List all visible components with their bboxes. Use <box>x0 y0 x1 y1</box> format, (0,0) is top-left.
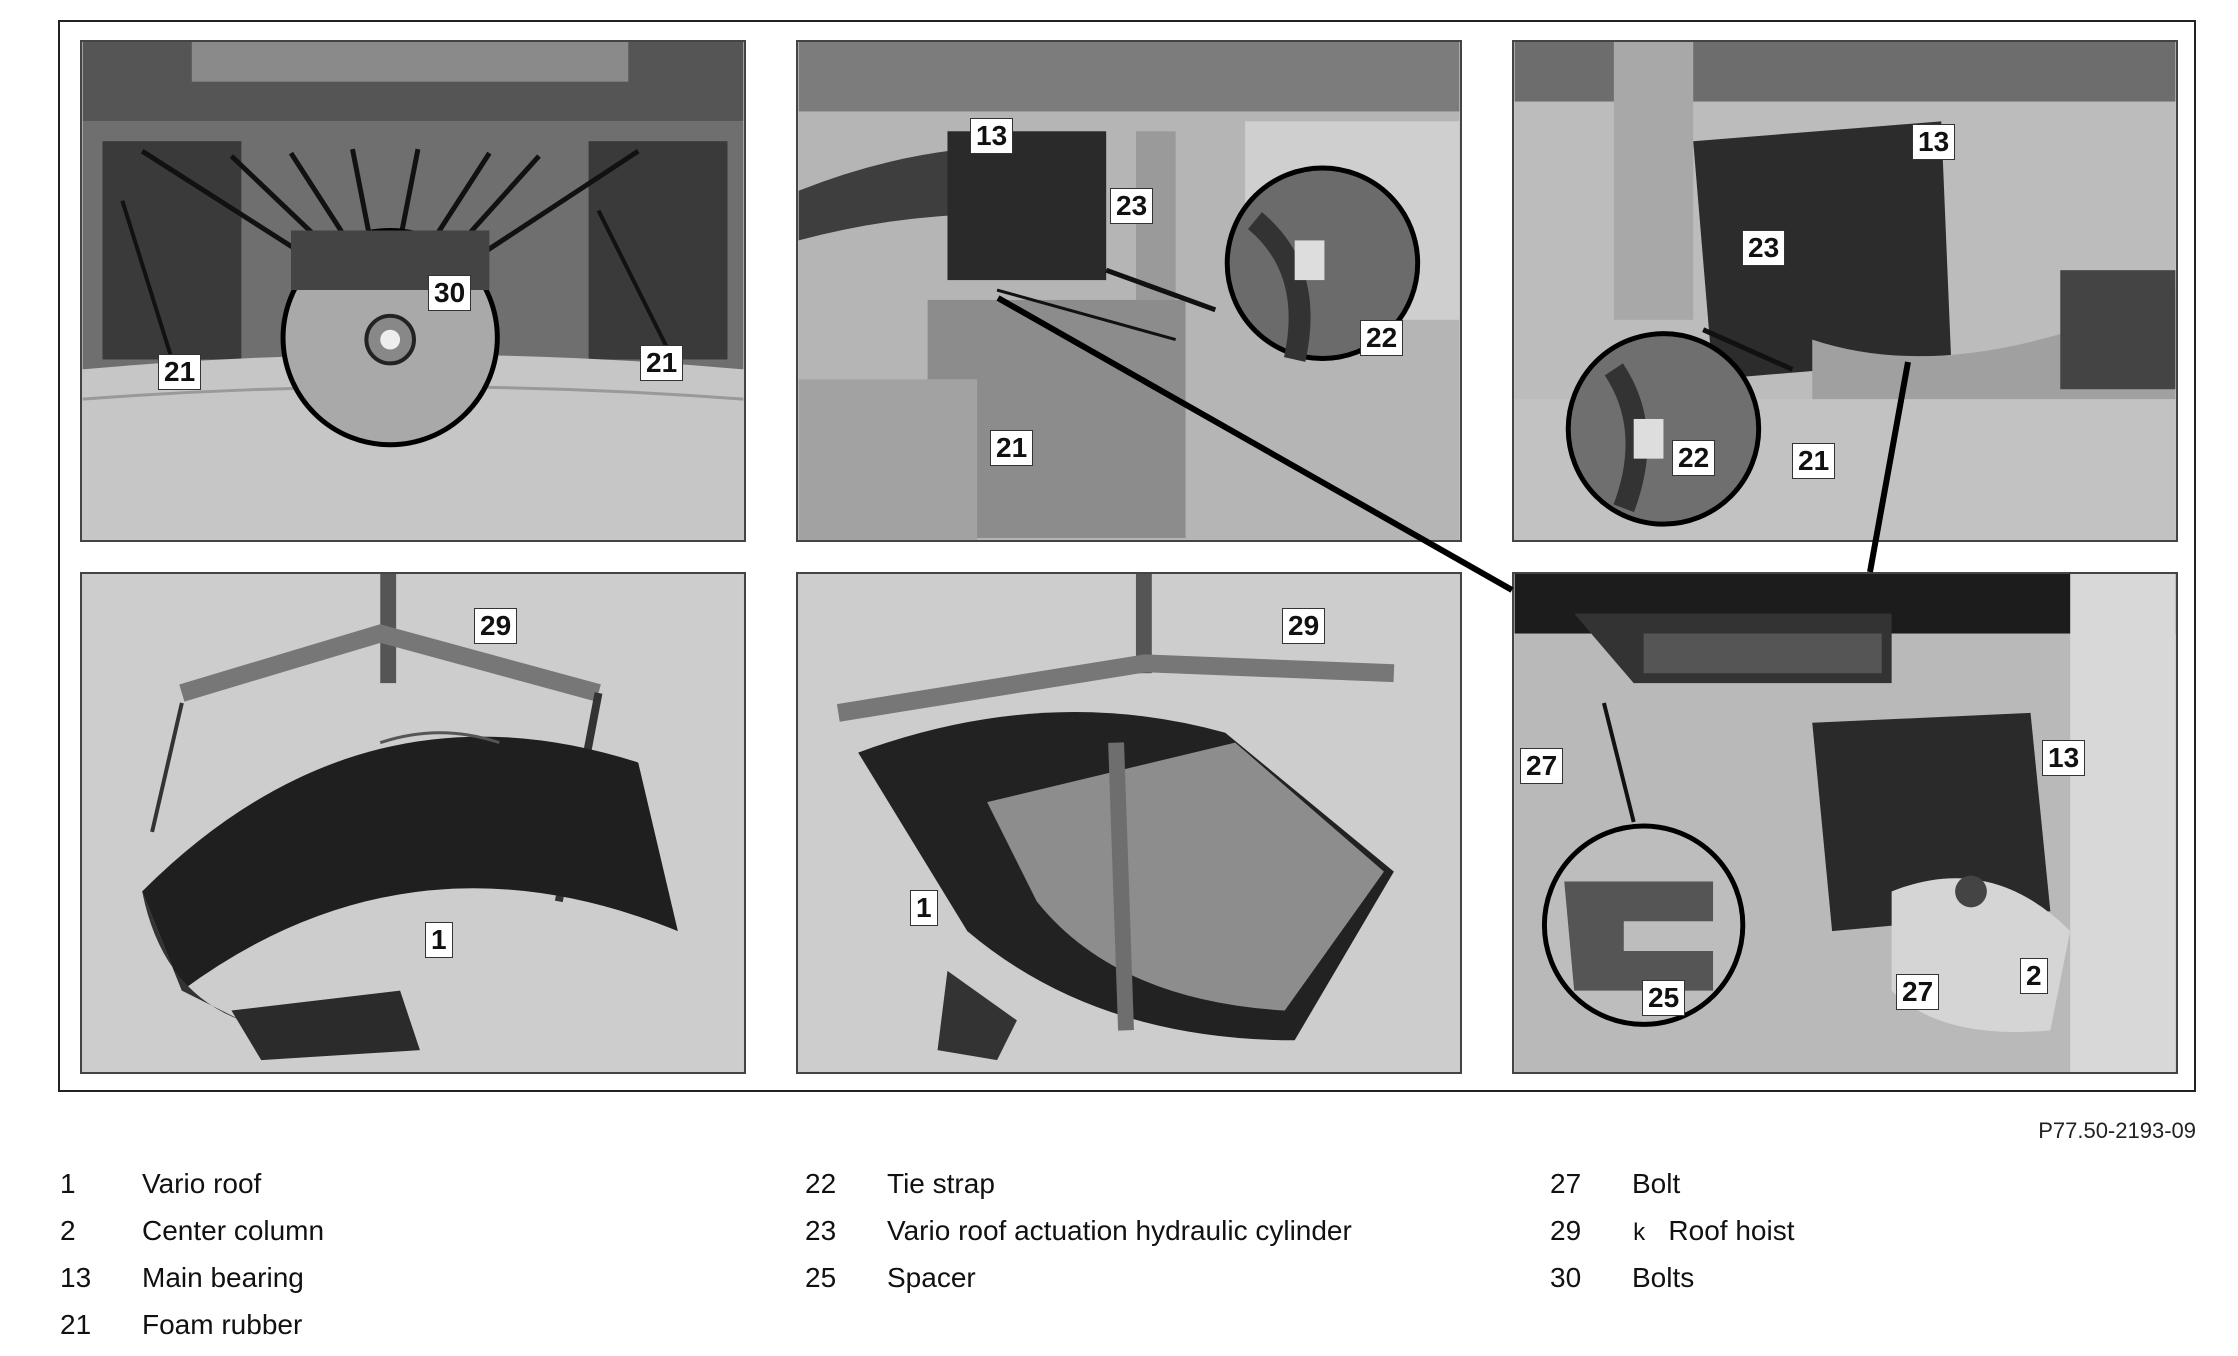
legend-number: 23 <box>805 1215 837 1246</box>
legend-item: 1 Vario roof <box>60 1168 780 1215</box>
callout-29: 29 <box>474 608 518 644</box>
legend-label-with-mark: k Roof hoist <box>1632 1215 1794 1248</box>
callout-21: 21 <box>1792 443 1836 479</box>
callout-27-upper: 27 <box>1520 748 1564 784</box>
legend-number: 2 <box>60 1215 76 1246</box>
photo-panel-main-bearing-right <box>1512 40 2178 542</box>
callout-27-lower: 27 <box>1896 974 1940 1010</box>
legend-item: 2 Center column <box>60 1215 780 1262</box>
legend-item: 27 Bolt <box>1550 1168 2170 1215</box>
photo-panel-roof-hoist-2 <box>796 572 1462 1074</box>
legend-mark: k <box>1632 1221 1647 1248</box>
roof-hoist-photo-2 <box>798 574 1460 1072</box>
main-bearing-photo-right <box>1514 42 2176 540</box>
legend-number: 1 <box>60 1168 76 1199</box>
photo-panel-roof-hoist-1 <box>80 572 746 1074</box>
legend-label: Roof hoist <box>1668 1215 1795 1246</box>
legend-column-2: 22 Tie strap 23 Vario roof actuation hydra… <box>805 1168 1525 1309</box>
legend-number: 13 <box>60 1262 92 1293</box>
legend-label: Bolt <box>1632 1168 1681 1199</box>
figure-id: P77.50-2193-09 <box>2038 1118 2196 1143</box>
legend-item: 23 Vario roof actuation hydraulic cylinde… <box>805 1215 1525 1262</box>
center-column-photo <box>1514 574 2176 1072</box>
legend-label: Foam rubber <box>142 1309 303 1340</box>
callout-2: 2 <box>2020 958 2048 994</box>
callout-25: 25 <box>1642 980 1686 1016</box>
legend-number: 30 <box>1550 1262 1582 1293</box>
legend-label: Center column <box>142 1215 325 1246</box>
legend-label: Bolts <box>1632 1262 1695 1293</box>
callout-13: 13 <box>970 118 1014 154</box>
trunk-photo <box>82 42 744 540</box>
legend-label: Vario roof <box>142 1168 262 1199</box>
callout-1: 1 <box>910 890 938 926</box>
legend-number: 22 <box>805 1168 837 1199</box>
legend-label: Main bearing <box>142 1262 304 1293</box>
roof-hoist-photo-1 <box>82 574 744 1072</box>
legend-number: 25 <box>805 1262 837 1293</box>
callout-21-right: 21 <box>640 345 684 381</box>
callout-23: 23 <box>1742 230 1786 266</box>
callout-13: 13 <box>1912 124 1956 160</box>
legend-label: Tie strap <box>887 1168 995 1199</box>
callout-22: 22 <box>1360 320 1404 356</box>
legend-item: 22 Tie strap <box>805 1168 1525 1215</box>
legend-item: 25 Spacer <box>805 1262 1525 1309</box>
callout-13: 13 <box>2042 740 2086 776</box>
callout-23: 23 <box>1110 188 1154 224</box>
callout-21-left: 21 <box>158 354 202 390</box>
callout-1: 1 <box>425 922 453 958</box>
callout-29: 29 <box>1282 608 1326 644</box>
legend-item: 13 Main bearing <box>60 1262 780 1309</box>
callout-21: 21 <box>990 430 1034 466</box>
legend-item: 30 Bolts <box>1550 1262 2170 1309</box>
legend-number: 21 <box>60 1309 92 1340</box>
callout-30: 30 <box>428 275 472 311</box>
callout-22: 22 <box>1672 440 1716 476</box>
legend-label: Spacer <box>887 1262 976 1293</box>
legend-column-3: 27 Bolt 29 k Roof hoist 30 Bolts <box>1550 1168 2170 1309</box>
legend-column-1: 1 Vario roof 2 Center column 13 Main bearin… <box>60 1168 780 1356</box>
legend-number: 27 <box>1550 1168 1582 1199</box>
photo-panel-trunk-bolts <box>80 40 746 542</box>
main-bearing-photo-left <box>798 42 1460 540</box>
legend-number: 29 <box>1550 1215 1582 1246</box>
legend-label: Vario roof actuation hydraulic cylinder <box>887 1215 1352 1246</box>
legend-item: 21 Foam rubber <box>60 1309 780 1356</box>
photo-panel-main-bearing-left <box>796 40 1462 542</box>
photo-panel-center-column <box>1512 572 2178 1074</box>
legend-item: 29 k Roof hoist <box>1550 1215 2170 1262</box>
